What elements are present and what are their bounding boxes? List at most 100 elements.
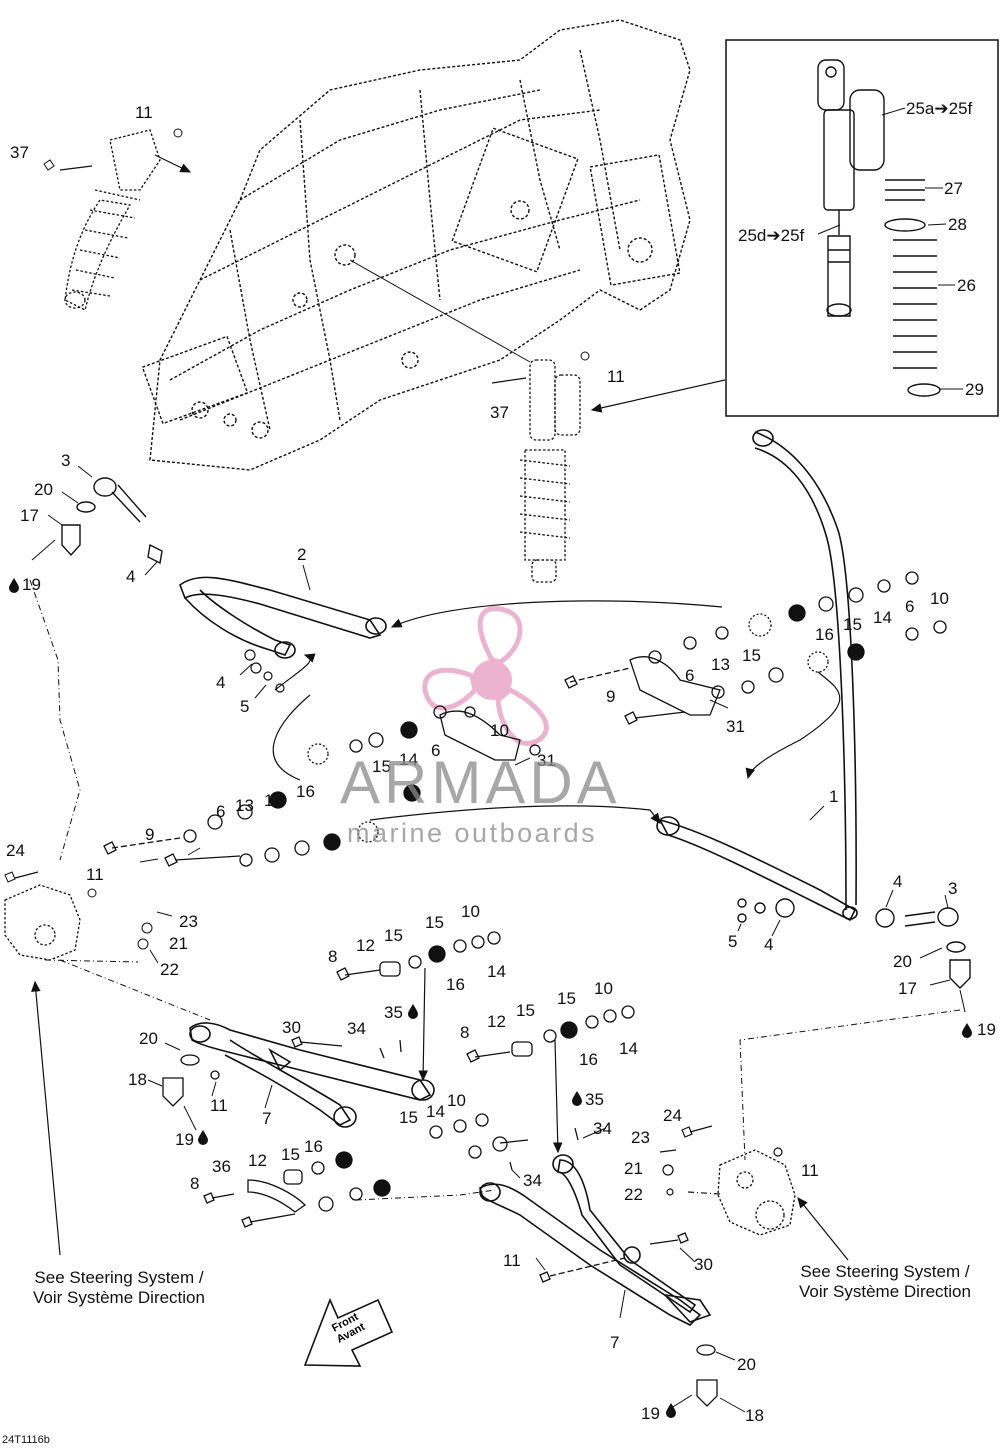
upper-a-arm-left bbox=[179, 576, 387, 659]
callout-10: 10 bbox=[490, 721, 509, 740]
callout-19: 19 bbox=[175, 1130, 194, 1149]
callout-15: 15 bbox=[557, 989, 576, 1008]
callout-9: 9 bbox=[145, 825, 155, 844]
callout-7: 7 bbox=[262, 1109, 272, 1128]
callout-22: 22 bbox=[160, 960, 179, 979]
callout-15: 15 bbox=[742, 646, 761, 665]
bushing-stack-lower-left bbox=[336, 931, 635, 1063]
bushing-stack-upper-right bbox=[564, 571, 947, 725]
callout-21: 21 bbox=[169, 934, 188, 953]
callout-19: 19 bbox=[22, 575, 41, 594]
callout-19: 19 bbox=[641, 1404, 660, 1423]
callout-6: 6 bbox=[905, 597, 915, 616]
callout-18: 18 bbox=[128, 1070, 147, 1089]
callout-15: 15 bbox=[516, 1001, 535, 1020]
vehicle-frame bbox=[141, 19, 691, 471]
callout-10: 10 bbox=[930, 589, 949, 608]
callout-13: 13 bbox=[711, 655, 730, 674]
watermark-tagline: marine outboards bbox=[347, 818, 598, 848]
front-direction-arrow bbox=[303, 1297, 394, 1367]
callout-15: 15 bbox=[281, 1145, 300, 1164]
callout-11: 11 bbox=[210, 1096, 228, 1115]
callout-9: 9 bbox=[606, 687, 616, 706]
callout-10: 10 bbox=[447, 1091, 466, 1110]
ball-joint-upper-left bbox=[61, 477, 163, 565]
callout-27: 27 bbox=[944, 179, 963, 198]
callout-12: 12 bbox=[356, 936, 375, 955]
steering-reference-left: See Steering System / Voir Système Direc… bbox=[10, 1268, 228, 1307]
bushing-stack-middle bbox=[103, 705, 541, 867]
callout-10: 10 bbox=[594, 979, 613, 998]
callout-16: 16 bbox=[579, 1050, 598, 1069]
callout-17: 17 bbox=[20, 506, 39, 525]
steering-reference-right-line2: Voir Système Direction bbox=[799, 1281, 971, 1301]
callout-14: 14 bbox=[426, 1102, 445, 1121]
callout-8: 8 bbox=[460, 1023, 470, 1042]
callout-6: 6 bbox=[431, 741, 441, 760]
callout-10: 10 bbox=[461, 902, 480, 921]
callout-18: 18 bbox=[745, 1406, 764, 1425]
callout-12: 12 bbox=[248, 1151, 267, 1170]
callout-1: 1 bbox=[829, 787, 839, 806]
callout-15: 15 bbox=[425, 913, 444, 932]
callout-14: 14 bbox=[487, 962, 506, 981]
callout-20: 20 bbox=[893, 952, 912, 971]
callout-34: 34 bbox=[593, 1119, 612, 1138]
callout-19: 19 bbox=[977, 1020, 996, 1039]
callout-15: 15 bbox=[399, 1108, 418, 1127]
shock-absorber-right bbox=[519, 359, 581, 583]
steering-knuckle-right bbox=[717, 1149, 796, 1236]
callout-6: 6 bbox=[216, 802, 226, 821]
callout-34: 34 bbox=[347, 1019, 366, 1038]
ball-joint-upper-right bbox=[737, 898, 971, 989]
callout-16: 16 bbox=[446, 975, 465, 994]
callout-4: 4 bbox=[764, 935, 774, 954]
callout-3: 3 bbox=[61, 451, 71, 470]
callout-17: 17 bbox=[898, 979, 917, 998]
callout-24: 24 bbox=[6, 841, 25, 860]
steering-reference-left-line2: Voir Système Direction bbox=[33, 1287, 205, 1307]
callout-7: 7 bbox=[610, 1333, 620, 1352]
callout-22: 22 bbox=[624, 1185, 643, 1204]
callout-8: 8 bbox=[328, 947, 338, 966]
callout-8: 8 bbox=[190, 1174, 200, 1193]
callout-23: 23 bbox=[179, 912, 198, 931]
grease-drop-icons bbox=[9, 578, 972, 1418]
callout-14: 14 bbox=[873, 608, 892, 627]
callout-15: 15 bbox=[264, 791, 283, 810]
inset-shock-assembly bbox=[817, 59, 941, 397]
callout-30: 30 bbox=[282, 1018, 301, 1037]
callout-15: 15 bbox=[372, 757, 391, 776]
callout-12: 12 bbox=[487, 1012, 506, 1031]
callout-14: 14 bbox=[399, 750, 418, 769]
callout-11: 11 bbox=[135, 103, 153, 122]
callout-5: 5 bbox=[240, 697, 250, 716]
drawing-code: 24T1116b bbox=[2, 1434, 50, 1446]
lower-a-arm-left bbox=[189, 1022, 435, 1128]
callout-16: 16 bbox=[304, 1137, 323, 1156]
callout-6: 6 bbox=[685, 666, 695, 685]
callout-24: 24 bbox=[663, 1106, 682, 1125]
callout-4: 4 bbox=[893, 872, 903, 891]
callout-31: 31 bbox=[537, 751, 556, 770]
callout-23: 23 bbox=[631, 1128, 650, 1147]
callout-37: 37 bbox=[490, 403, 509, 422]
shock-absorber-left bbox=[64, 129, 161, 311]
steering-reference-right: See Steering System / Voir Système Direc… bbox=[776, 1262, 994, 1301]
callout-30: 30 bbox=[694, 1255, 713, 1274]
callout-11: 11 bbox=[86, 865, 104, 884]
callout-20: 20 bbox=[139, 1029, 158, 1048]
callout-5: 5 bbox=[728, 932, 738, 951]
callout-20: 20 bbox=[34, 480, 53, 499]
callout-15: 15 bbox=[843, 615, 862, 634]
callout-25d-25f: 25d➔25f bbox=[738, 226, 805, 245]
callout-29: 29 bbox=[965, 380, 984, 399]
lower-a-arm-right bbox=[479, 1154, 712, 1326]
callout-26: 26 bbox=[957, 276, 976, 295]
callout-4: 4 bbox=[216, 673, 226, 692]
steering-knuckle-left bbox=[4, 884, 81, 961]
callout-16: 16 bbox=[815, 625, 834, 644]
steering-reference-left-line1: See Steering System / bbox=[34, 1268, 204, 1287]
callout-37: 37 bbox=[10, 143, 29, 162]
